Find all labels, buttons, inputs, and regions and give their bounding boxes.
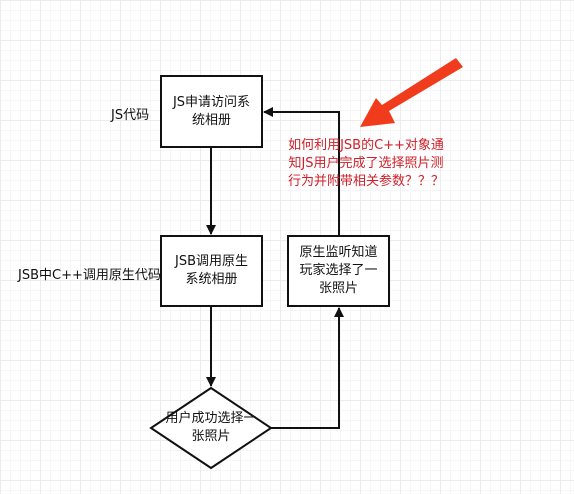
node-user-select[interactable]: [149, 386, 273, 470]
red-pointer-arrow-icon: [360, 58, 463, 127]
node-jsb-call[interactable]: [160, 235, 263, 307]
edge-native-to-request: [263, 107, 340, 236]
label-js-code: JS代码: [111, 108, 150, 123]
annotation-question: 如何利用JSB的C++对象通 知JS用户完成了选择照片测 行为并附带相关参数？？…: [287, 138, 444, 189]
node-native-listen-text: 原生监听知道 玩家选择了一 张照片: [299, 245, 378, 296]
node-js-request-text: JS申请访问系 统相册: [172, 94, 251, 128]
node-js-request[interactable]: [160, 75, 263, 148]
edge-select-to-native: [271, 307, 344, 429]
node-jsb-call-text: JSB调用原生 系统相册: [174, 254, 248, 287]
node-user-select-text: 用户成功选择一 张照片: [165, 411, 257, 444]
node-native-listen[interactable]: [287, 235, 390, 307]
label-jsb-code: JSB中C++调用原生代码: [18, 268, 161, 283]
